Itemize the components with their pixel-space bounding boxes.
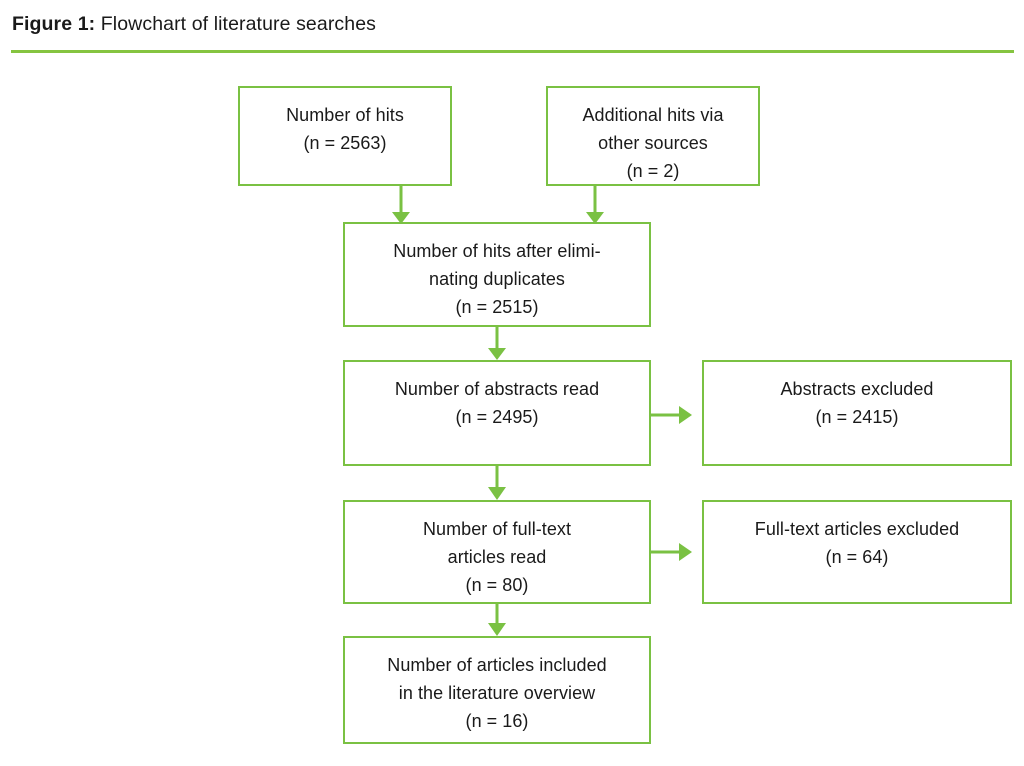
edge-after-duplicates-to-abstracts-read bbox=[488, 327, 506, 360]
node-number-of-hits: Number of hits (n = 2563) bbox=[238, 86, 452, 186]
node-line: Full-text articles excluded bbox=[754, 519, 960, 539]
node-line: Number of hits bbox=[286, 105, 404, 125]
node-line: Number of full-text bbox=[423, 519, 571, 539]
node-line: other sources bbox=[598, 133, 708, 153]
edge-hits-to-after-duplicates bbox=[392, 186, 410, 224]
node-line: Number of articles included bbox=[387, 655, 607, 675]
figure-caption-text: Flowchart of literature searches bbox=[95, 13, 376, 35]
node-fulltext-excluded: Full-text articles excluded (n = 64) bbox=[702, 500, 1012, 604]
node-line: (n = 2415) bbox=[815, 407, 899, 427]
node-line: Abstracts excluded bbox=[780, 379, 934, 399]
edge-abstracts-read-to-fulltext-read bbox=[488, 466, 506, 500]
caption-divider bbox=[11, 50, 1014, 53]
node-line: (n = 2495) bbox=[455, 407, 539, 427]
edge-abstracts-read-to-abstracts-excluded bbox=[651, 406, 692, 424]
node-additional-hits: Additional hits via other sources (n = 2… bbox=[546, 86, 760, 186]
node-line: (n = 64) bbox=[825, 547, 889, 567]
node-line: (n = 16) bbox=[465, 711, 529, 731]
node-line: Additional hits via bbox=[582, 105, 724, 125]
node-line: Number of hits after elimi- bbox=[393, 241, 601, 261]
node-abstracts-excluded: Abstracts excluded (n = 2415) bbox=[702, 360, 1012, 466]
node-line: articles read bbox=[447, 547, 547, 567]
node-line: nating duplicates bbox=[429, 269, 565, 289]
figure-caption-label: Figure 1: bbox=[12, 13, 96, 35]
node-abstracts-read: Number of abstracts read (n = 2495) bbox=[343, 360, 651, 466]
node-line: Number of abstracts read bbox=[394, 379, 600, 399]
node-after-duplicates: Number of hits after elimi- nating dupli… bbox=[343, 222, 651, 327]
edge-fulltext-read-to-included bbox=[488, 604, 506, 636]
node-line: (n = 80) bbox=[465, 575, 529, 595]
node-line: in the literature overview bbox=[398, 683, 596, 703]
figure-caption: Figure 1: Flowchart of literature search… bbox=[12, 11, 376, 37]
node-fulltext-read: Number of full-text articles read (n = 8… bbox=[343, 500, 651, 604]
node-line: (n = 2) bbox=[626, 161, 680, 181]
node-articles-included: Number of articles included in the liter… bbox=[343, 636, 651, 744]
edge-additional-hits-to-after-duplicates bbox=[586, 186, 604, 224]
edge-fulltext-read-to-fulltext-excluded bbox=[651, 543, 692, 561]
node-line: (n = 2515) bbox=[455, 297, 539, 317]
node-line: (n = 2563) bbox=[303, 133, 387, 153]
